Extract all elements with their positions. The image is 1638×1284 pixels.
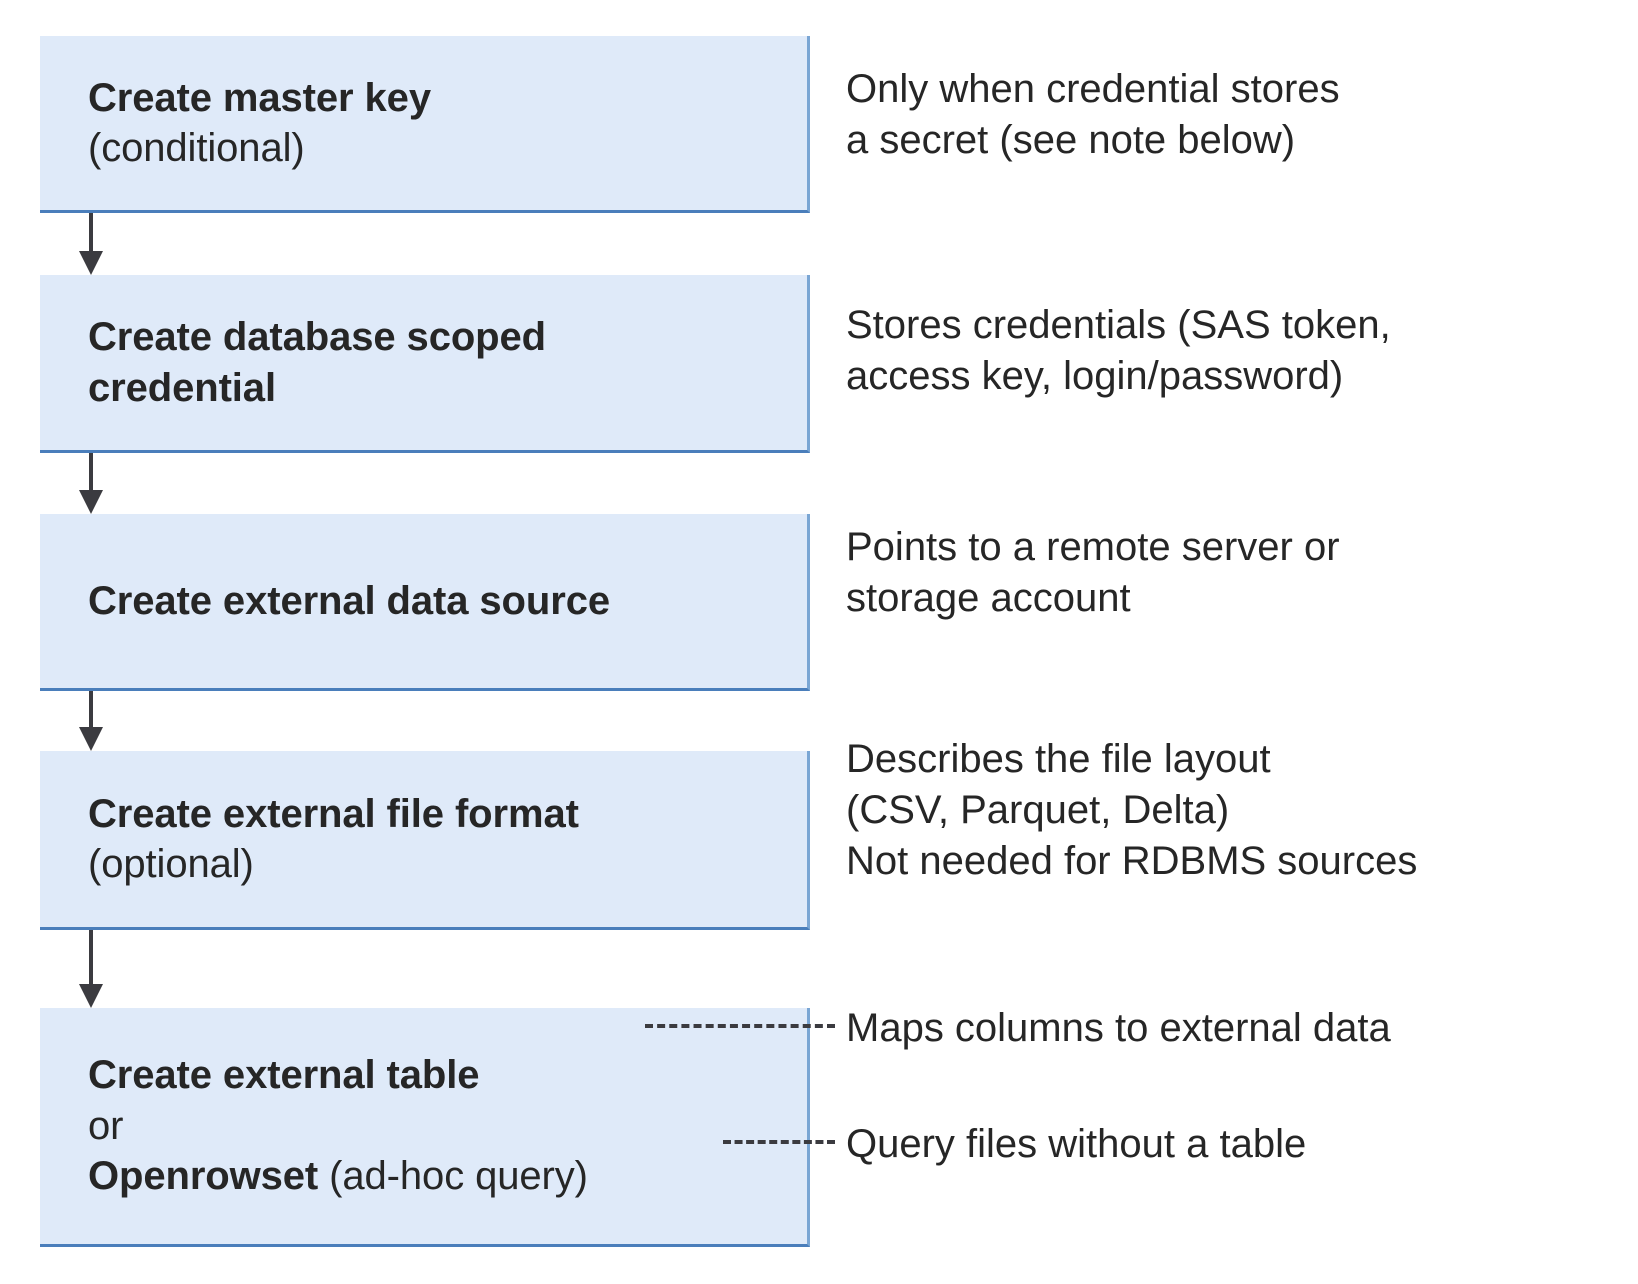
down-arrow-icon	[79, 930, 103, 1008]
dashed-connector-openrowset	[723, 1140, 835, 1144]
step-note-create-external-data-source: Points to a remote server or storage acc…	[846, 525, 1340, 621]
dashed-connector-external-table	[645, 1024, 835, 1028]
step-heading: Create external data source	[88, 578, 610, 623]
arrow-head	[79, 251, 103, 275]
arrow-head	[79, 984, 103, 1008]
step-subtext: (optional)	[88, 842, 254, 886]
arrow-stem	[89, 453, 93, 492]
step-note-create-database-scoped-credential: Stores credentials (SAS token, access ke…	[846, 303, 1391, 399]
step-heading: Create external table	[88, 1053, 480, 1098]
step-note-create-external-file-format: Describes the file layout (CSV, Parquet,…	[846, 737, 1418, 884]
arrow-head	[79, 727, 103, 751]
step-box-content: Create external data source	[40, 576, 807, 626]
step-subtext: (conditional)	[88, 126, 305, 170]
step-heading: Create master key	[88, 75, 431, 120]
down-arrow-icon	[79, 213, 103, 275]
step-separator: or	[88, 1103, 124, 1148]
step-heading-line-1: Create database scoped	[88, 315, 546, 360]
arrow-head	[79, 490, 103, 514]
step-box-create-external-file-format: Create external file format (optional)	[40, 751, 810, 930]
step-note-create-master-key: Only when credential stores a secret (se…	[846, 67, 1340, 163]
step-heading: Create external file format	[88, 791, 579, 836]
step-box-create-database-scoped-credential: Create database scoped credential	[40, 275, 810, 453]
step-alt-heading-bold: Openrowset	[88, 1154, 319, 1199]
down-arrow-icon	[79, 453, 103, 514]
step-note-external-table: Maps columns to external data	[846, 1006, 1391, 1050]
step-heading-line-2: credential	[88, 365, 276, 410]
down-arrow-icon	[79, 691, 103, 751]
step-box-content: Create master key (conditional)	[40, 73, 807, 174]
step-box-create-external-table-or-openrowset: Create external table or Openrowset (ad-…	[40, 1008, 810, 1247]
step-box-content: Create external table or Openrowset (ad-…	[40, 1050, 807, 1201]
step-alt-heading-rest: (ad-hoc query)	[318, 1154, 588, 1199]
step-box-content: Create database scoped credential	[40, 312, 807, 413]
arrow-stem	[89, 691, 93, 729]
arrow-stem	[89, 930, 93, 986]
step-box-content: Create external file format (optional)	[40, 789, 807, 890]
step-alt-heading: Openrowset (ad-hoc query)	[88, 1151, 791, 1201]
step-box-create-external-data-source: Create external data source	[40, 514, 810, 691]
arrow-stem	[89, 213, 93, 253]
step-box-create-master-key: Create master key (conditional)	[40, 36, 810, 213]
step-note-openrowset: Query files without a table	[846, 1122, 1307, 1166]
